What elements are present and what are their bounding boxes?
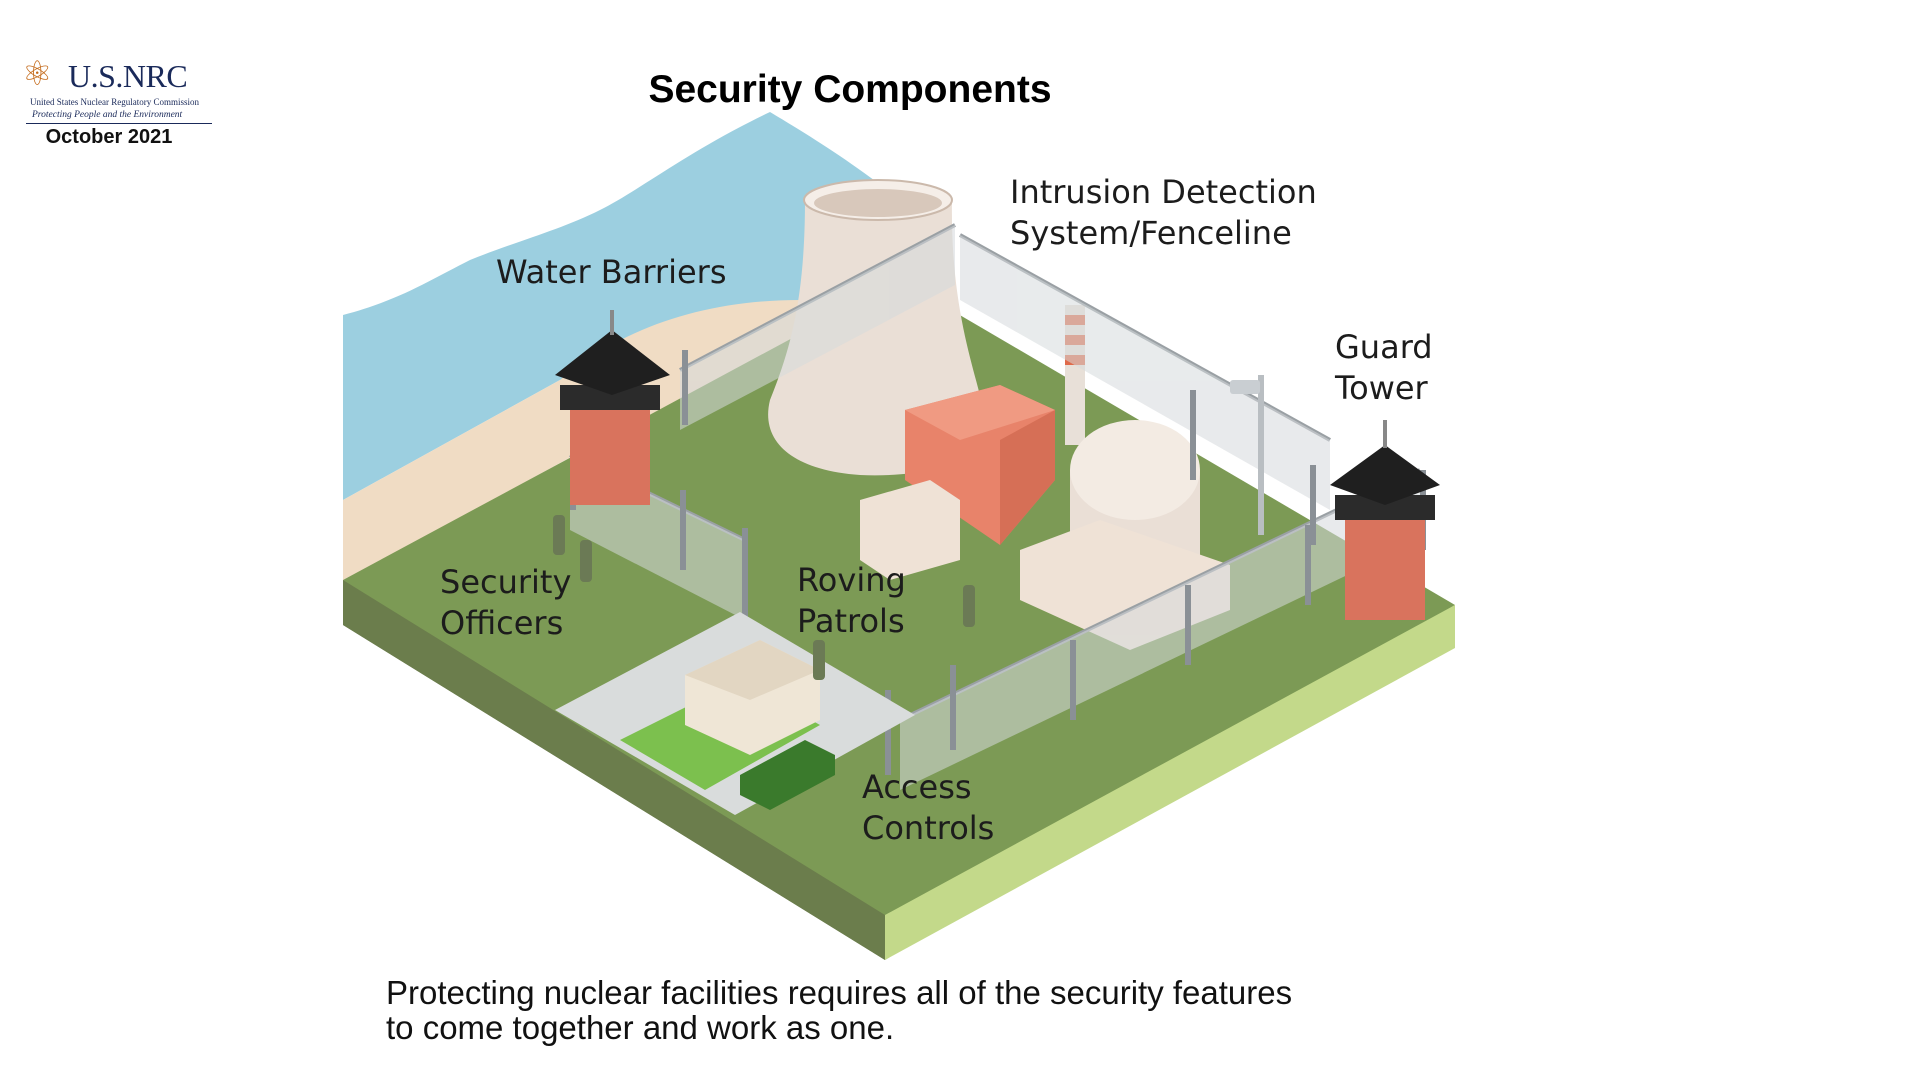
label-security-line1: Security [440, 563, 572, 601]
label-guard-line2: Tower [1335, 369, 1428, 407]
label-roving-patrols: Roving Patrols [797, 560, 906, 642]
base-front-slab [343, 580, 885, 960]
label-access-controls: Access Controls [862, 767, 994, 849]
car [740, 740, 835, 810]
caption: Protecting nuclear facilities requires a… [386, 975, 1292, 1045]
camera-pole [1230, 375, 1264, 535]
label-intrusion-line1: Intrusion Detection [1010, 173, 1317, 211]
label-intrusion-detection: Intrusion Detection System/Fenceline [1010, 172, 1317, 254]
page-title: Security Components [648, 68, 1052, 111]
caption-line1: Protecting nuclear facilities requires a… [386, 974, 1293, 1011]
fence-mesh [570, 225, 1420, 790]
water [343, 112, 900, 500]
logo-divider [26, 123, 212, 124]
caption-line2: to come together and work as one. [386, 1009, 895, 1046]
label-security-line2: Officers [440, 604, 564, 642]
label-guard-tower: Guard Tower [1335, 327, 1433, 409]
date-label: October 2021 [45, 126, 173, 148]
logo-wordmark: U.S.NRC [68, 58, 188, 94]
logo-tagline: Protecting People and the Environment [32, 110, 183, 120]
atom-logo-icon: ⚛ [22, 54, 53, 94]
label-intrusion-line2: System/Fenceline [1010, 214, 1292, 252]
label-access-line2: Controls [862, 809, 995, 847]
label-access-line1: Access [862, 768, 972, 806]
label-security-officers: Security Officers [440, 562, 571, 644]
label-guard-line1: Guard [1335, 328, 1433, 366]
label-roving-line1: Roving [797, 561, 906, 599]
security-officers-figures [553, 515, 975, 680]
logo-agency: United States Nuclear Regulatory Commiss… [30, 97, 199, 107]
guard-tower-right [1330, 420, 1440, 620]
guard-tower-left [555, 310, 670, 505]
label-roving-line2: Patrols [797, 602, 905, 640]
base-right-slab [885, 605, 1455, 960]
label-water-barriers: Water Barriers [496, 253, 727, 291]
